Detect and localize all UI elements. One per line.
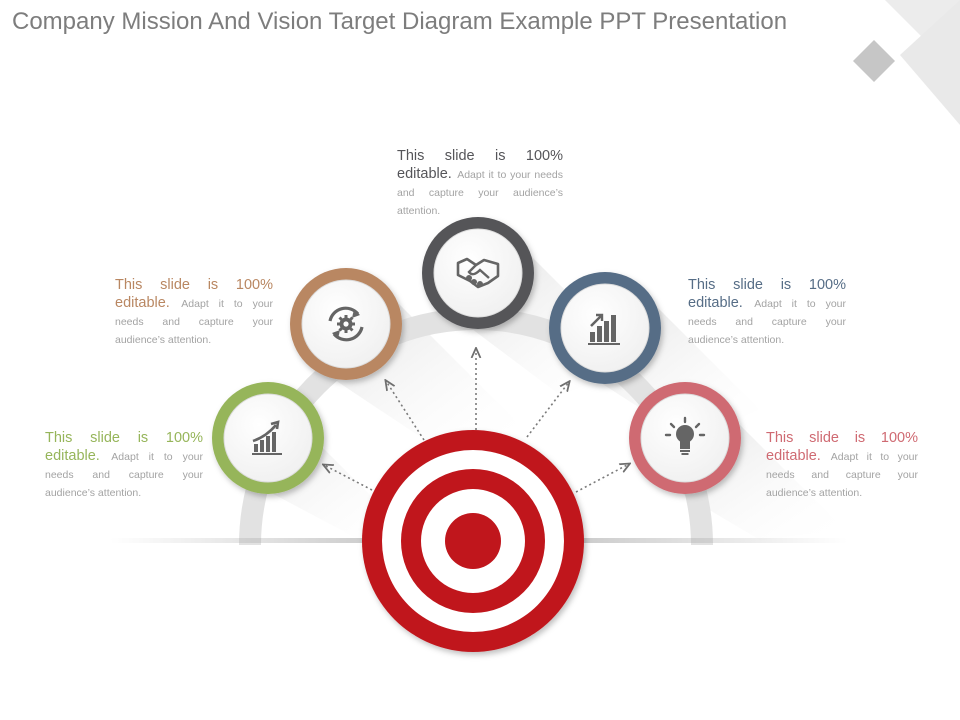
text-lead: This slide is 100% editable. xyxy=(45,430,203,464)
text-body: Adapt it to your needs and capture your … xyxy=(115,297,273,346)
text-body: Adapt it to your needs and capture your … xyxy=(397,168,563,217)
circle-growth xyxy=(212,382,324,494)
circle-process xyxy=(290,268,402,380)
handshake-icon xyxy=(456,257,500,289)
text-lead: This slide is 100% editable. xyxy=(766,430,918,464)
text-block-idea: This slide is 100% editable. Adapt it to… xyxy=(766,429,918,501)
arrow-analytics xyxy=(526,382,569,438)
arrow-growth xyxy=(324,465,373,491)
text-lead: This slide is 100% editable. xyxy=(115,277,273,311)
bar-chart-icon xyxy=(588,313,620,345)
target xyxy=(362,430,584,652)
text-block-growth: This slide is 100% editable. Adapt it to… xyxy=(45,429,203,501)
corner-decoration xyxy=(853,0,960,125)
circle-analytics xyxy=(549,272,661,384)
text-body: Adapt it to your needs and capture your … xyxy=(45,450,203,499)
growth-chart-icon xyxy=(252,420,282,455)
text-body: Adapt it to your needs and capture your … xyxy=(688,297,846,346)
arrows xyxy=(324,349,629,493)
base-line xyxy=(110,538,848,543)
text-lead: This slide is 100% editable. xyxy=(688,277,846,311)
arrow-process xyxy=(386,381,425,441)
text-block-partnership: This slide is 100% editable. Adapt it to… xyxy=(397,147,563,219)
gear-cycle-icon xyxy=(328,306,364,342)
text-block-process: This slide is 100% editable. Adapt it to… xyxy=(115,276,273,348)
lightbulb-icon xyxy=(664,416,706,455)
text-block-analytics: This slide is 100% editable. Adapt it to… xyxy=(688,276,846,348)
arrow-idea xyxy=(575,464,629,493)
circle-partnership xyxy=(422,217,534,329)
circle-idea xyxy=(629,382,741,494)
text-body: Adapt it to your needs and capture your … xyxy=(766,450,918,499)
slide-title: Company Mission And Vision Target Diagra… xyxy=(12,8,788,35)
text-lead: This slide is 100% editable. xyxy=(397,148,563,182)
